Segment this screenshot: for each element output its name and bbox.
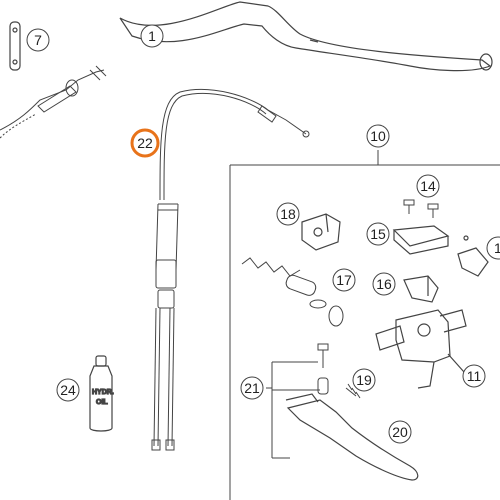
leader-lines: [266, 361, 320, 459]
callout-1-right: 1: [486, 236, 500, 260]
pin-bushing-part: [317, 343, 329, 395]
callout-15: 15: [366, 222, 390, 246]
master-cylinder-part: [375, 309, 471, 389]
reservoir-cover-part: [392, 225, 450, 255]
bracket-part: [9, 21, 21, 71]
callout-18: 18: [276, 202, 300, 226]
svg-text:22: 22: [137, 135, 153, 151]
svg-text:17: 17: [336, 272, 352, 288]
callout-11: 11: [462, 364, 486, 388]
svg-text:16: 16: [376, 276, 392, 292]
svg-text:18: 18: [280, 206, 296, 222]
callout-14: 14: [416, 174, 440, 198]
callout-10: 10: [366, 124, 390, 148]
right-edge-component: [457, 235, 489, 277]
svg-text:1: 1: [494, 240, 500, 256]
clamp-part: [301, 213, 341, 251]
svg-text:1: 1: [148, 28, 156, 44]
adjuster-screw-part: [345, 383, 361, 399]
piston-spring-part: [241, 257, 344, 327]
handlebar-part: [119, 1, 493, 72]
svg-text:24: 24: [60, 382, 76, 398]
callout-20: 20: [388, 420, 412, 444]
callout-17: 17: [332, 268, 356, 292]
svg-text:11: 11: [467, 368, 482, 384]
svg-text:10: 10: [370, 128, 386, 144]
callout-24: 24: [56, 378, 80, 402]
callout-21: 21: [240, 376, 264, 400]
callout-7: 7: [26, 28, 50, 52]
callout-22-highlighted: 22: [130, 128, 160, 158]
hydraulic-line-part: [151, 88, 310, 451]
assembly-frame: [229, 150, 500, 500]
left-cable-part: [0, 65, 107, 139]
callout-16: 16: [372, 272, 396, 296]
bottle-label-line2: OIL: [96, 399, 108, 406]
bottle-label-line1: HYDR.: [92, 389, 114, 396]
svg-text:15: 15: [370, 226, 386, 242]
svg-text:21: 21: [244, 380, 260, 396]
hydraulic-oil-bottle-part: HYDR. OIL: [89, 355, 114, 432]
brake-lever-part: [285, 393, 419, 481]
clamp-piece-part: [403, 275, 439, 303]
svg-text:7: 7: [34, 32, 42, 48]
svg-text:19: 19: [356, 372, 372, 388]
svg-text:20: 20: [392, 424, 408, 440]
callout-19: 19: [352, 368, 376, 392]
callout-1: 1: [140, 24, 164, 48]
screws-part: [403, 199, 439, 218]
svg-text:14: 14: [420, 178, 436, 194]
